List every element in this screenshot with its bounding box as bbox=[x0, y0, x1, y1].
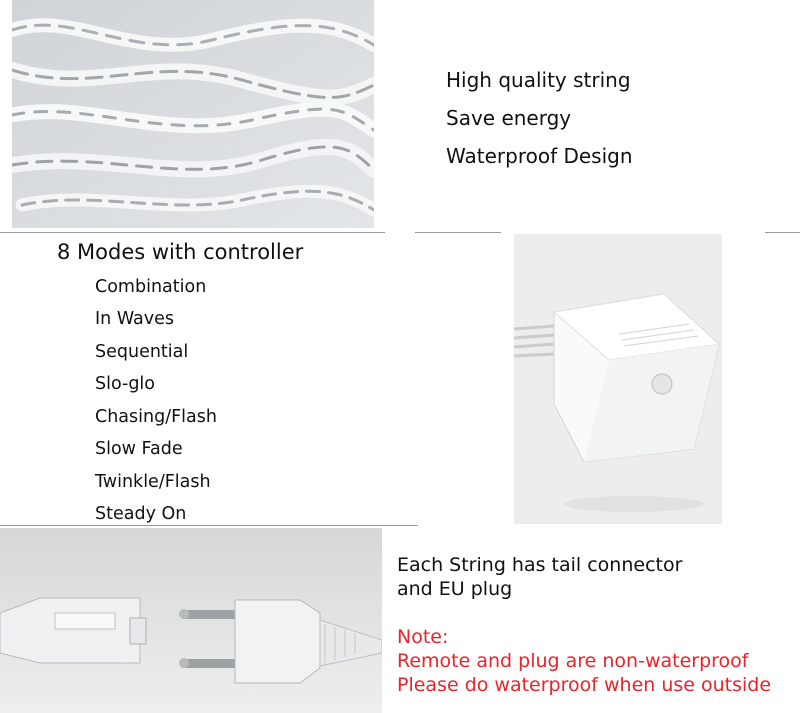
cable-strands-photo bbox=[12, 0, 374, 228]
mode-item: Sequential bbox=[95, 342, 189, 362]
controller-box-photo bbox=[514, 234, 722, 524]
divider-line bbox=[0, 232, 385, 233]
divider-line bbox=[0, 525, 418, 526]
mode-item: Twinkle/Flash bbox=[95, 472, 211, 492]
divider-line bbox=[415, 232, 501, 233]
divider-line bbox=[765, 232, 800, 233]
mode-item: In Waves bbox=[95, 309, 174, 329]
feature-save-energy: Save energy bbox=[446, 106, 572, 130]
mode-item: Slo-glo bbox=[95, 374, 155, 394]
mode-item: Slow Fade bbox=[95, 439, 183, 459]
note-line-2: Please do waterproof when use outside bbox=[397, 674, 772, 696]
modes-title: 8 Modes with controller bbox=[57, 240, 304, 264]
mode-item: Combination bbox=[95, 277, 207, 297]
mode-item: Chasing/Flash bbox=[95, 407, 217, 427]
note-heading: Note: bbox=[397, 626, 449, 648]
note-line-1: Remote and plug are non-waterproof bbox=[397, 650, 749, 672]
mode-item: Steady On bbox=[95, 504, 187, 524]
connector-line-2: and EU plug bbox=[397, 578, 513, 600]
plug-connector-photo bbox=[0, 528, 382, 713]
feature-high-quality: High quality string bbox=[446, 68, 631, 92]
connector-line-1: Each String has tail connector bbox=[397, 554, 683, 576]
feature-waterproof: Waterproof Design bbox=[446, 144, 633, 168]
